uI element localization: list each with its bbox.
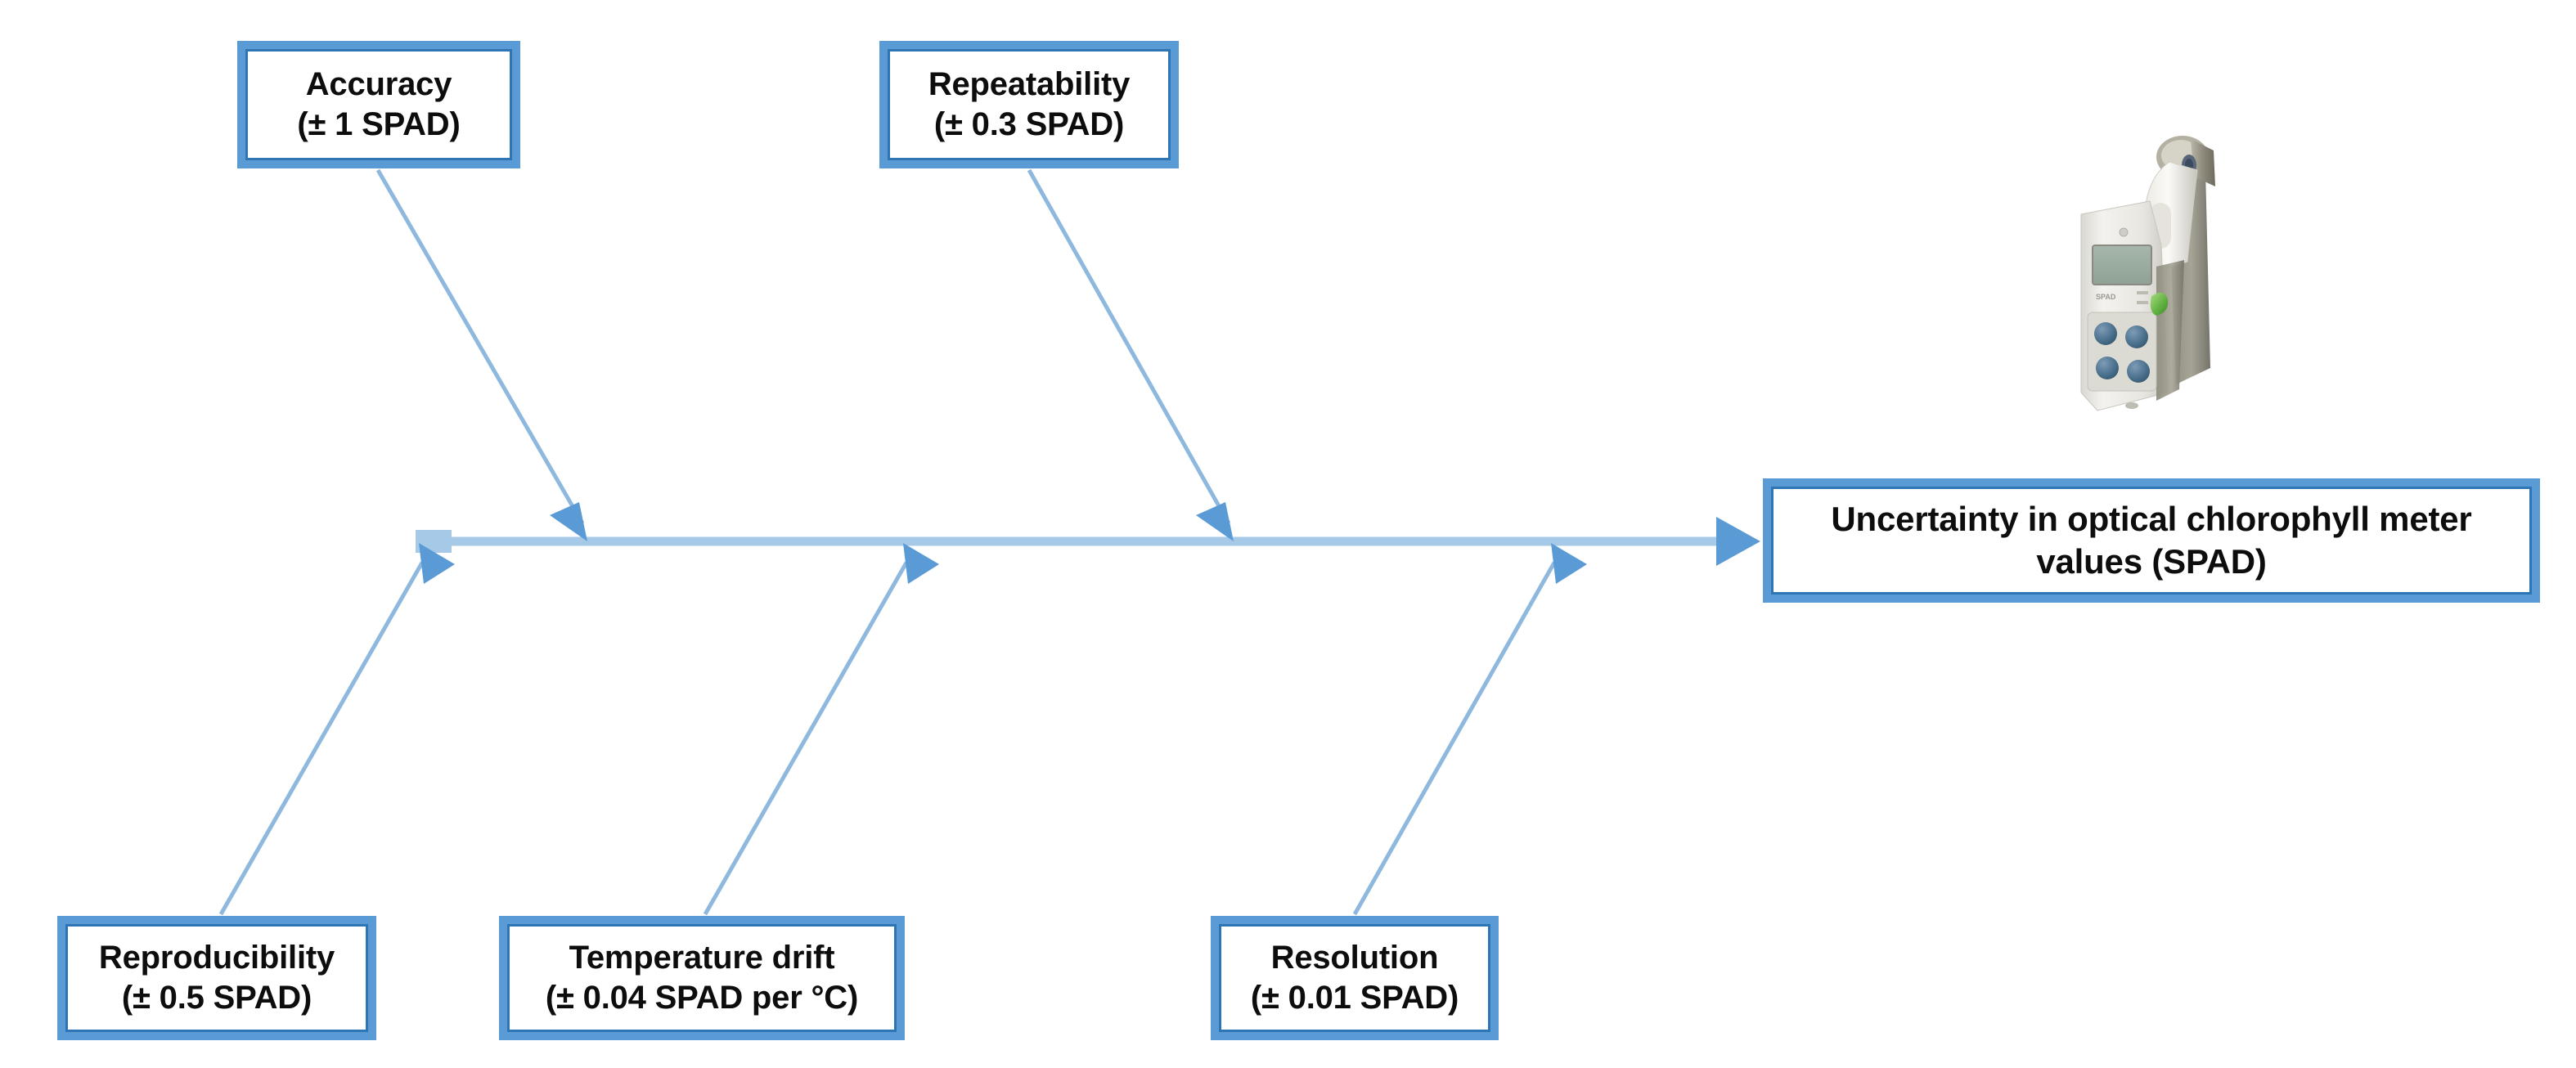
branch-line-accuracy	[375, 168, 585, 525]
spad-chlorophyll-meter-photo: SPAD	[2080, 136, 2215, 411]
cause-box-repeatability-inner: Repeatability (± 0.3 SPAD)	[888, 49, 1171, 160]
cause-box-repeatability[interactable]: Repeatability (± 0.3 SPAD)	[879, 41, 1179, 168]
cause-value-accuracy: (± 1 SPAD)	[297, 106, 461, 142]
branch-line-temperature	[703, 561, 909, 916]
cause-box-temperature-drift-inner: Temperature drift (± 0.04 SPAD per °C)	[507, 924, 897, 1032]
branch-arrow-head-temperature-icon	[903, 543, 939, 584]
device-button-3[interactable]	[2096, 357, 2119, 379]
cause-box-resolution-inner: Resolution (± 0.01 SPAD)	[1219, 924, 1490, 1032]
device-indicator-2	[2137, 301, 2148, 304]
effect-label-line1: Uncertainty in optical chlorophyll meter	[1831, 499, 2472, 538]
cause-box-accuracy-inner: Accuracy (± 1 SPAD)	[245, 49, 512, 160]
device-green-clamp	[2150, 292, 2169, 316]
cause-value-temperature-drift: (± 0.04 SPAD per °C)	[545, 980, 859, 1016]
effect-box-inner: Uncertainty in optical chlorophyll meter…	[1771, 487, 2532, 595]
device-bottom-foot	[2125, 402, 2138, 409]
cause-label-accuracy: Accuracy	[305, 66, 452, 103]
cause-value-repeatability: (± 0.3 SPAD)	[933, 106, 1125, 142]
cause-label-reproducibility: Reproducibility	[98, 940, 335, 976]
cause-value-reproducibility: (± 0.5 SPAD)	[121, 980, 312, 1016]
device-indicator-1	[2137, 291, 2148, 294]
spine-arrow-head-icon	[1716, 517, 1760, 566]
cause-label-resolution: Resolution	[1270, 940, 1439, 976]
cause-label-repeatability: Repeatability	[928, 66, 1131, 103]
cause-box-resolution[interactable]: Resolution (± 0.01 SPAD)	[1211, 916, 1499, 1040]
cause-box-temperature-drift[interactable]: Temperature drift (± 0.04 SPAD per °C)	[499, 916, 905, 1040]
cause-box-reproducibility-inner: Reproducibility (± 0.5 SPAD)	[65, 924, 368, 1032]
effect-label-line2: values (SPAD)	[2036, 542, 2267, 581]
effect-box-uncertainty[interactable]: Uncertainty in optical chlorophyll meter…	[1763, 478, 2540, 603]
branch-arrow-head-accuracy-icon	[550, 502, 587, 541]
device-measuring-head	[2156, 136, 2215, 186]
cause-value-resolution: (± 0.01 SPAD)	[1250, 980, 1459, 1016]
device-brand-mark: SPAD	[2096, 293, 2116, 301]
branch-line-repeatability	[1027, 168, 1231, 525]
branch-line-resolution	[1352, 561, 1557, 916]
device-button-1[interactable]	[2094, 322, 2117, 345]
device-lcd-display	[2092, 245, 2152, 285]
cause-label-temperature-drift: Temperature drift	[569, 940, 835, 976]
branch-arrow-head-resolution-icon	[1551, 543, 1587, 584]
device-logo-dot	[2119, 227, 2129, 237]
device-button-2[interactable]	[2125, 325, 2148, 348]
cause-box-accuracy[interactable]: Accuracy (± 1 SPAD)	[237, 41, 520, 168]
branch-arrow-head-repeatability-icon	[1196, 502, 1234, 541]
branch-line-reproducibility	[218, 561, 425, 916]
device-button-4[interactable]	[2127, 360, 2150, 383]
cause-box-reproducibility[interactable]: Reproducibility (± 0.5 SPAD)	[57, 916, 376, 1040]
branch-arrow-head-reproducibility-icon	[419, 543, 455, 584]
